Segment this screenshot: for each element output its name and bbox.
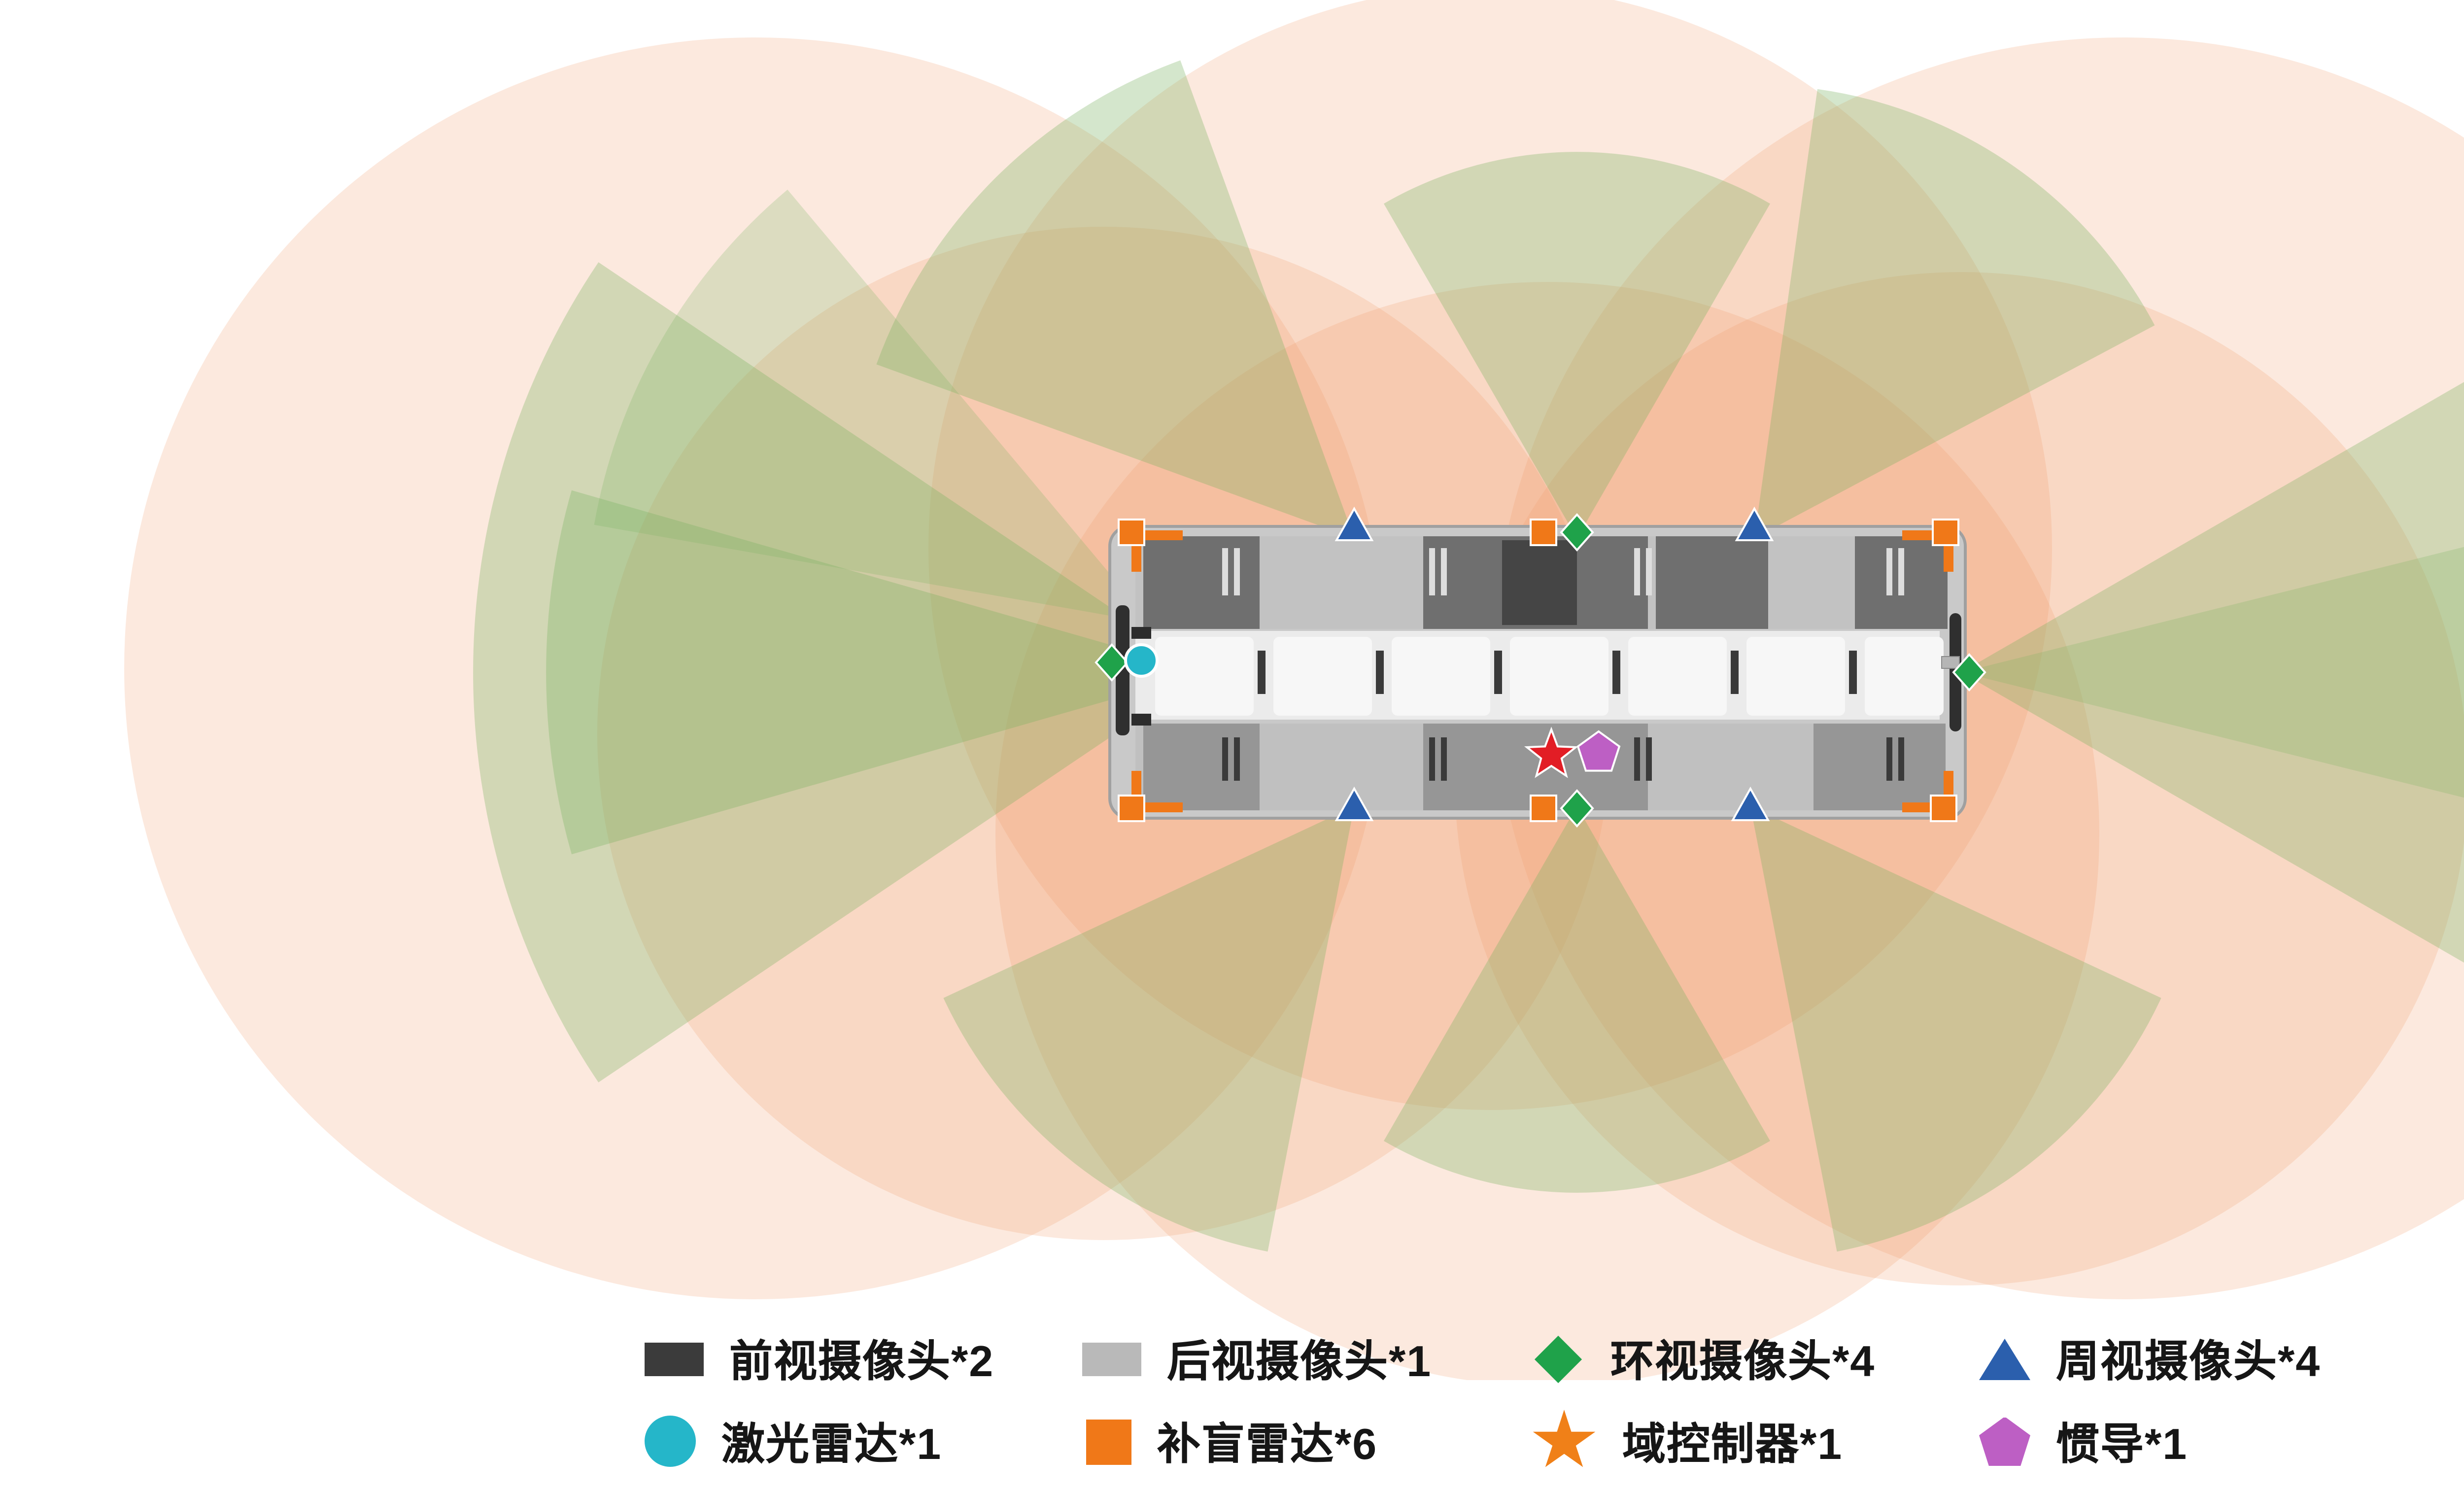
surround-camera-diamond-icon <box>1534 1334 1582 1383</box>
peripheral-camera-marker <box>1731 786 1770 821</box>
camera-coverage-zones <box>473 60 2464 1252</box>
blind-radar-marker <box>1930 795 1957 822</box>
surround-camera-marker <box>1095 643 1129 682</box>
sensor-markers <box>1095 506 1986 828</box>
legend-label-rear-camera: 后视摄像头*1 <box>1167 1337 1432 1386</box>
surround-camera-marker <box>1560 789 1594 828</box>
camera-fov-front-upleft <box>594 189 1151 623</box>
camera-fov-bottom-mid <box>1384 806 1770 1193</box>
legend-item-domain-controller: 域控制器*1 <box>1532 1408 1843 1475</box>
legend-label-peripheral-camera: 周视摄像头*4 <box>2056 1337 2321 1386</box>
front-camera-swatch-icon <box>645 1342 704 1375</box>
rear-camera-marker <box>1941 656 1960 669</box>
vehicle-seat-ticks <box>1258 651 1857 694</box>
vehicle-door-marks-top <box>1222 548 1904 595</box>
legend-label-lidar: 激光雷达*1 <box>721 1420 942 1469</box>
vehicle-panel <box>1656 536 1768 629</box>
camera-fov-bottom-left <box>943 806 1354 1252</box>
legend-item-rear-camera: 后视摄像头*1 <box>1082 1325 1432 1392</box>
legend-label-domain-controller: 域控制器*1 <box>1622 1420 1843 1469</box>
coverage-and-vehicle-canvas <box>124 0 2464 1380</box>
domain-controller-marker <box>1524 727 1579 778</box>
camera-fov-top-left <box>876 60 1354 538</box>
surround-camera-marker <box>1952 653 1986 692</box>
camera-fov-top-mid <box>1384 152 1770 538</box>
camera-fov-front-wide <box>473 262 1206 1082</box>
ins-pentagon-icon <box>1979 1417 2030 1466</box>
vehicle-door <box>1502 540 1577 625</box>
lidar-circle-icon <box>645 1416 696 1467</box>
vehicle-panel <box>1143 536 1260 629</box>
legend-item-surround-camera: 环视摄像头*4 <box>1532 1325 1875 1392</box>
peripheral-camera-marker <box>1335 786 1374 821</box>
legend-label-surround-camera: 环视摄像头*4 <box>1610 1337 1876 1386</box>
vehicle-seat-blocks <box>1155 637 1944 716</box>
legend-item-front-camera: 前视摄像头*2 <box>645 1325 994 1392</box>
peripheral-camera-marker <box>1735 506 1774 541</box>
vehicle-panel <box>1143 724 1260 810</box>
legend-item-peripheral-camera: 周视摄像头*4 <box>1979 1325 2321 1392</box>
camera-fov-bottom-right <box>1750 806 2161 1252</box>
peripheral-camera-marker <box>1335 506 1374 541</box>
blind-radar-marker <box>1932 519 1959 546</box>
legend-item-blind-radar: 补盲雷达*6 <box>1086 1408 1377 1475</box>
blind-radar-square-icon <box>1086 1419 1131 1464</box>
vehicle-top-view <box>1108 525 1967 820</box>
legend-label-ins: 惯导*1 <box>2056 1420 2188 1469</box>
ins-marker <box>1576 730 1621 772</box>
radar-coverage-circle <box>124 37 1386 1299</box>
front-camera-marker <box>1131 714 1151 726</box>
vehicle-door-marks-bottom <box>1222 737 1904 781</box>
blind-radar-marker <box>1118 519 1145 546</box>
rear-camera-swatch-icon <box>1082 1342 1141 1375</box>
lidar-marker <box>1124 643 1159 678</box>
peripheral-camera-triangle-icon <box>1979 1338 2030 1379</box>
surround-camera-marker <box>1560 513 1594 552</box>
legend-item-ins: 惯导*1 <box>1979 1408 2188 1475</box>
camera-fov-top-right <box>1754 89 2155 539</box>
camera-fov-rear-narrow <box>1961 547 2464 798</box>
blind-radar-marker <box>1530 519 1557 546</box>
legend-label-blind-radar: 补盲雷达*6 <box>1157 1420 1378 1469</box>
camera-fov-rear-wide <box>1961 382 2464 963</box>
front-camera-marker <box>1131 627 1151 639</box>
blind-radar-marker <box>1118 795 1145 822</box>
blind-radar-marker <box>1530 795 1557 822</box>
domain-controller-star-icon <box>1533 1410 1596 1467</box>
vehicle-front-windshield <box>1116 605 1129 735</box>
camera-fov-front-narrow <box>546 490 1206 855</box>
legend-label-front-camera: 前视摄像头*2 <box>729 1337 994 1386</box>
vehicle-panel <box>1814 724 1946 810</box>
radar-coverage-circle <box>597 227 1610 1240</box>
legend-item-lidar: 激光雷达*1 <box>645 1408 942 1475</box>
